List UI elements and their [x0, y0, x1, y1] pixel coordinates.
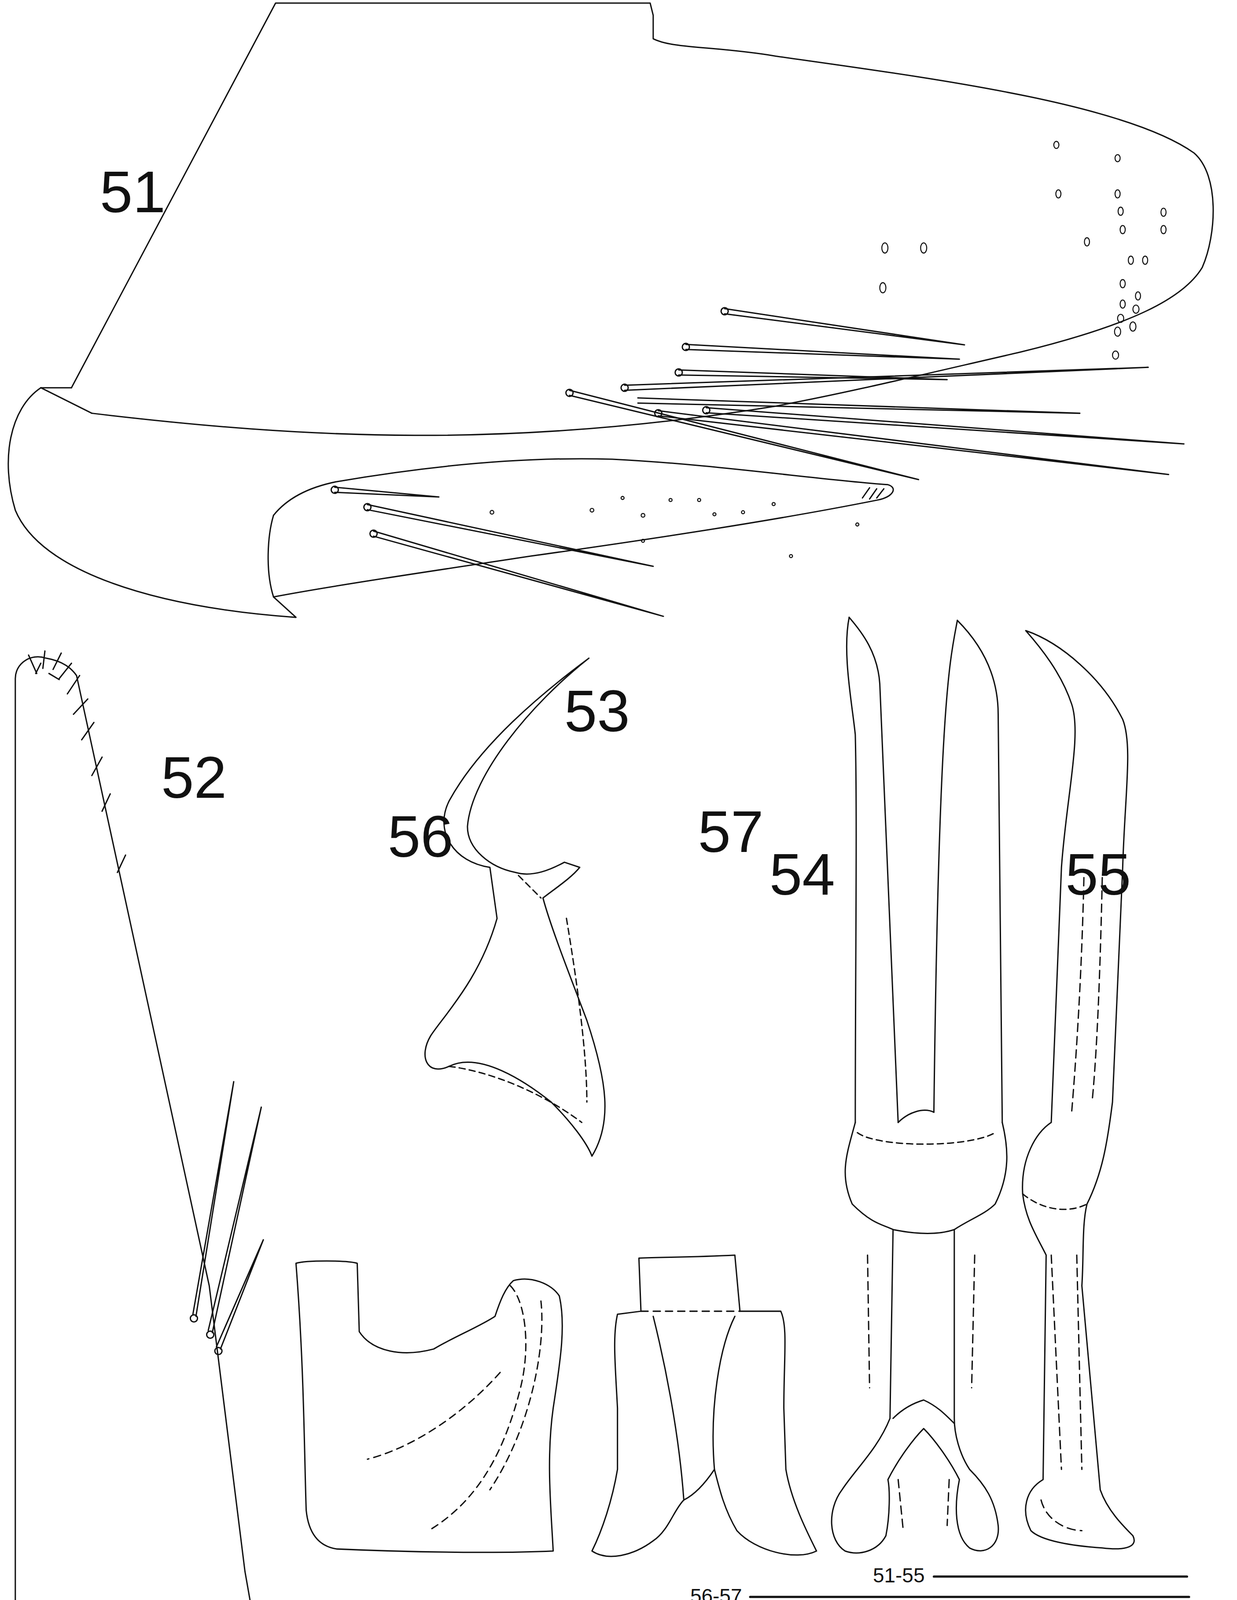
tergite-outline [8, 3, 1214, 618]
figure-number: 51 [99, 162, 166, 222]
setae [331, 307, 1184, 617]
aedeagus-lateral [1022, 630, 1135, 1549]
scale-bar [750, 1595, 1190, 1598]
figure-number: 57 [698, 802, 764, 862]
figure-number: 56 [387, 806, 454, 866]
figure-number: 55 [1065, 844, 1131, 904]
sclerite-lateral [295, 1260, 563, 1553]
figure-number: 53 [564, 681, 630, 741]
figure-number: 52 [161, 747, 227, 807]
pores [489, 141, 1167, 558]
scale-label: 51-55 [872, 1564, 925, 1586]
aedeagus-ventral [831, 617, 1007, 1553]
scale-bar [933, 1575, 1187, 1578]
figure-number: 54 [769, 844, 836, 904]
paramere-outline [15, 651, 264, 1600]
scale-label: 56-57 [690, 1585, 743, 1600]
sclerite-ventral [592, 1255, 817, 1557]
